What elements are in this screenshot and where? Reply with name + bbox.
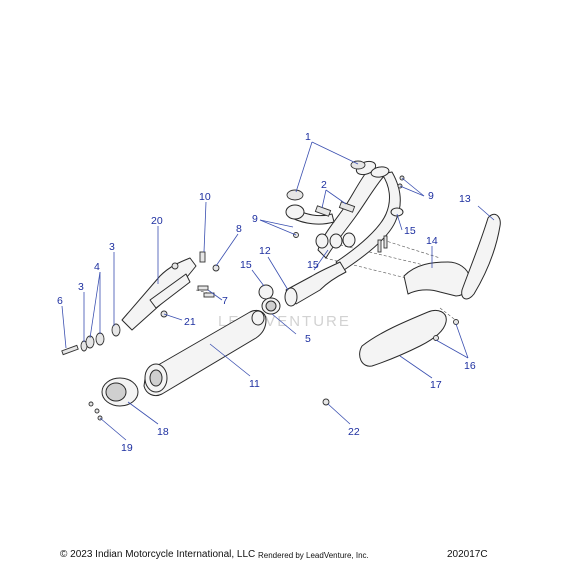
callout-21: 21 bbox=[184, 316, 196, 328]
callout-2: 2 bbox=[321, 179, 327, 191]
leader-lines bbox=[61, 141, 495, 441]
end-cap-screws bbox=[88, 401, 103, 421]
callout-7: 7 bbox=[222, 295, 228, 307]
gasket-rings bbox=[258, 207, 404, 300]
muffler-end-cap bbox=[101, 377, 139, 407]
muffler-clamp bbox=[261, 297, 281, 315]
callout-4: 4 bbox=[94, 261, 100, 273]
callout-14: 14 bbox=[426, 235, 438, 247]
callout-13: 13 bbox=[459, 193, 471, 205]
muffler bbox=[143, 309, 267, 397]
callout-12: 12 bbox=[259, 245, 271, 257]
callout-18: 18 bbox=[157, 426, 169, 438]
heat-shield-tube bbox=[403, 261, 471, 297]
callout-15-right: 15 bbox=[404, 225, 416, 237]
small-fasteners bbox=[160, 175, 405, 318]
callout-10: 10 bbox=[199, 191, 211, 203]
callout-20: 20 bbox=[151, 215, 163, 227]
callout-5: 5 bbox=[305, 333, 311, 345]
header-pipe bbox=[285, 160, 401, 271]
rendered-by-credit: Rendered by LeadVenture, Inc. bbox=[258, 551, 369, 560]
callout-8: 8 bbox=[236, 223, 242, 235]
header-bracket bbox=[314, 201, 356, 217]
bracket-hardware bbox=[61, 323, 121, 356]
callout-15-left: 15 bbox=[240, 259, 252, 271]
diagram-code: 202017C bbox=[447, 549, 488, 560]
callout-9-right: 9 bbox=[428, 190, 434, 202]
collector-pipe bbox=[284, 239, 382, 307]
callout-11: 11 bbox=[249, 378, 260, 390]
callout-19: 19 bbox=[121, 442, 133, 454]
callout-labels: 1 2 3 3 4 5 6 7 8 9 9 10 11 12 13 14 15 … bbox=[57, 131, 476, 454]
callout-16: 16 bbox=[464, 360, 476, 372]
callout-3-lower: 3 bbox=[78, 281, 84, 293]
callout-17: 17 bbox=[430, 379, 442, 391]
copyright-notice: © 2023 Indian Motorcycle International, … bbox=[60, 549, 256, 560]
upper-heat-shield bbox=[461, 213, 501, 300]
lower-heat-shield bbox=[359, 309, 447, 367]
callout-6: 6 bbox=[57, 295, 63, 307]
callout-1: 1 bbox=[305, 131, 311, 143]
callout-15-center: 15 bbox=[307, 259, 319, 271]
callout-3: 3 bbox=[109, 241, 115, 253]
callout-22: 22 bbox=[348, 426, 360, 438]
callout-9-left: 9 bbox=[252, 213, 258, 225]
muffler-mount-bracket bbox=[121, 257, 197, 331]
